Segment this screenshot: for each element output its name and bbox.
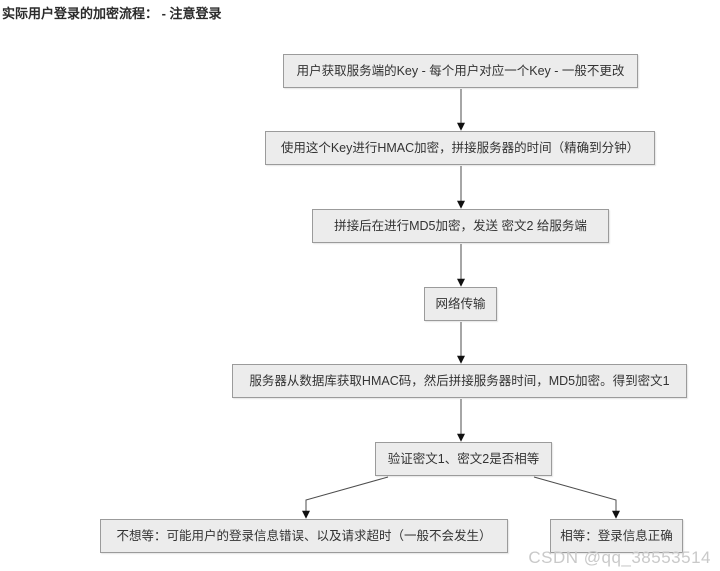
flow-node-label: 相等：登录信息正确 xyxy=(560,528,673,543)
flow-node-verify: 验证密文1、密文2是否相等 xyxy=(375,442,552,476)
flow-node-label: 验证密文1、密文2是否相等 xyxy=(387,451,540,466)
flow-node-network-transfer: 网络传输 xyxy=(424,287,497,321)
flow-node-label: 拼接后在进行MD5加密，发送 密文2 给服务端 xyxy=(334,218,587,233)
flow-node-label: 使用这个Key进行HMAC加密，拼接服务器的时间（精确到分钟） xyxy=(280,140,640,155)
flow-node-get-key: 用户获取服务端的Key - 每个用户对应一个Key - 一般不更改 xyxy=(283,54,638,88)
page-title: 实际用户登录的加密流程： - 注意登录 xyxy=(2,6,222,21)
flow-node-equal: 相等：登录信息正确 xyxy=(550,519,683,553)
flow-edge-verify-to-equal xyxy=(533,476,620,519)
flow-node-label: 不想等：可能用户的登录信息错误、以及请求超时（一般不会发生） xyxy=(116,528,492,543)
flow-node-md5-send: 拼接后在进行MD5加密，发送 密文2 给服务端 xyxy=(312,209,609,243)
flow-edge-verify-to-not-equal xyxy=(302,476,389,519)
flow-node-server-compute: 服务器从数据库获取HMAC码，然后拼接服务器时间，MD5加密。得到密文1 xyxy=(232,364,687,398)
flow-node-label: 网络传输 xyxy=(435,296,486,311)
flow-node-not-equal: 不想等：可能用户的登录信息错误、以及请求超时（一般不会发生） xyxy=(100,519,508,553)
watermark: CSDN @qq_38553514 xyxy=(528,548,711,567)
flow-node-label: 用户获取服务端的Key - 每个用户对应一个Key - 一般不更改 xyxy=(296,63,625,78)
flow-node-hmac-encrypt: 使用这个Key进行HMAC加密，拼接服务器的时间（精确到分钟） xyxy=(265,131,655,165)
flow-edges xyxy=(302,89,620,519)
flow-node-label: 服务器从数据库获取HMAC码，然后拼接服务器时间，MD5加密。得到密文1 xyxy=(249,373,670,388)
